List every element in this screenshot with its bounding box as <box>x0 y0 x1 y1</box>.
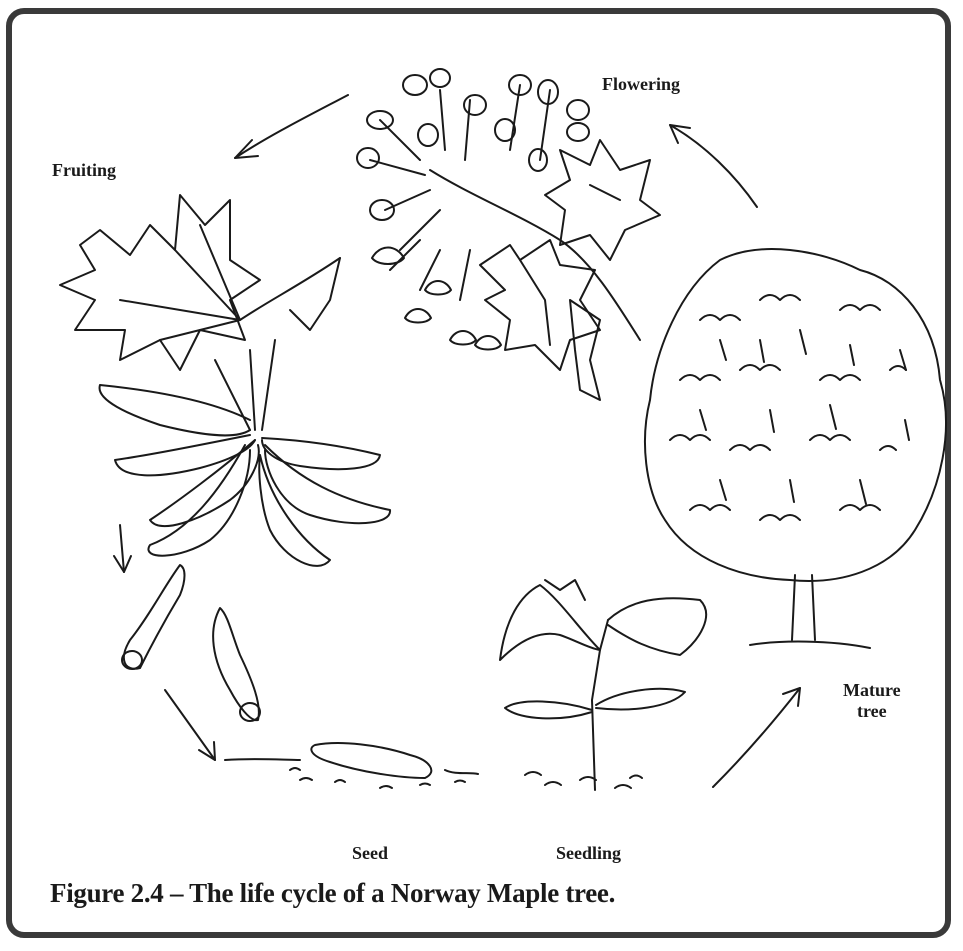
label-seedling: Seedling <box>556 843 621 864</box>
label-flowering: Flowering <box>602 74 680 95</box>
arrow-seedling-to-mature <box>713 688 800 787</box>
falling-seeds-drawing <box>122 565 260 721</box>
figure-caption: Figure 2.4 – The life cycle of a Norway … <box>50 878 615 909</box>
arrow-flowering-to-fruiting <box>235 95 348 158</box>
label-mature-tree-line1: Mature <box>843 680 901 701</box>
seed-on-ground-drawing <box>225 743 478 788</box>
flowering-branch-drawing <box>357 69 660 400</box>
arrow-to-seed <box>165 690 215 760</box>
mature-tree-drawing <box>645 249 946 648</box>
label-mature-tree: Mature tree <box>843 680 901 721</box>
fruiting-branch-drawing <box>60 195 390 566</box>
arrow-fruiting-down <box>114 525 131 572</box>
seedling-drawing <box>500 580 706 790</box>
arrow-mature-to-flowering <box>670 125 757 207</box>
label-seed: Seed <box>352 843 388 864</box>
label-fruiting: Fruiting <box>52 160 116 181</box>
label-mature-tree-line2: tree <box>843 701 901 722</box>
